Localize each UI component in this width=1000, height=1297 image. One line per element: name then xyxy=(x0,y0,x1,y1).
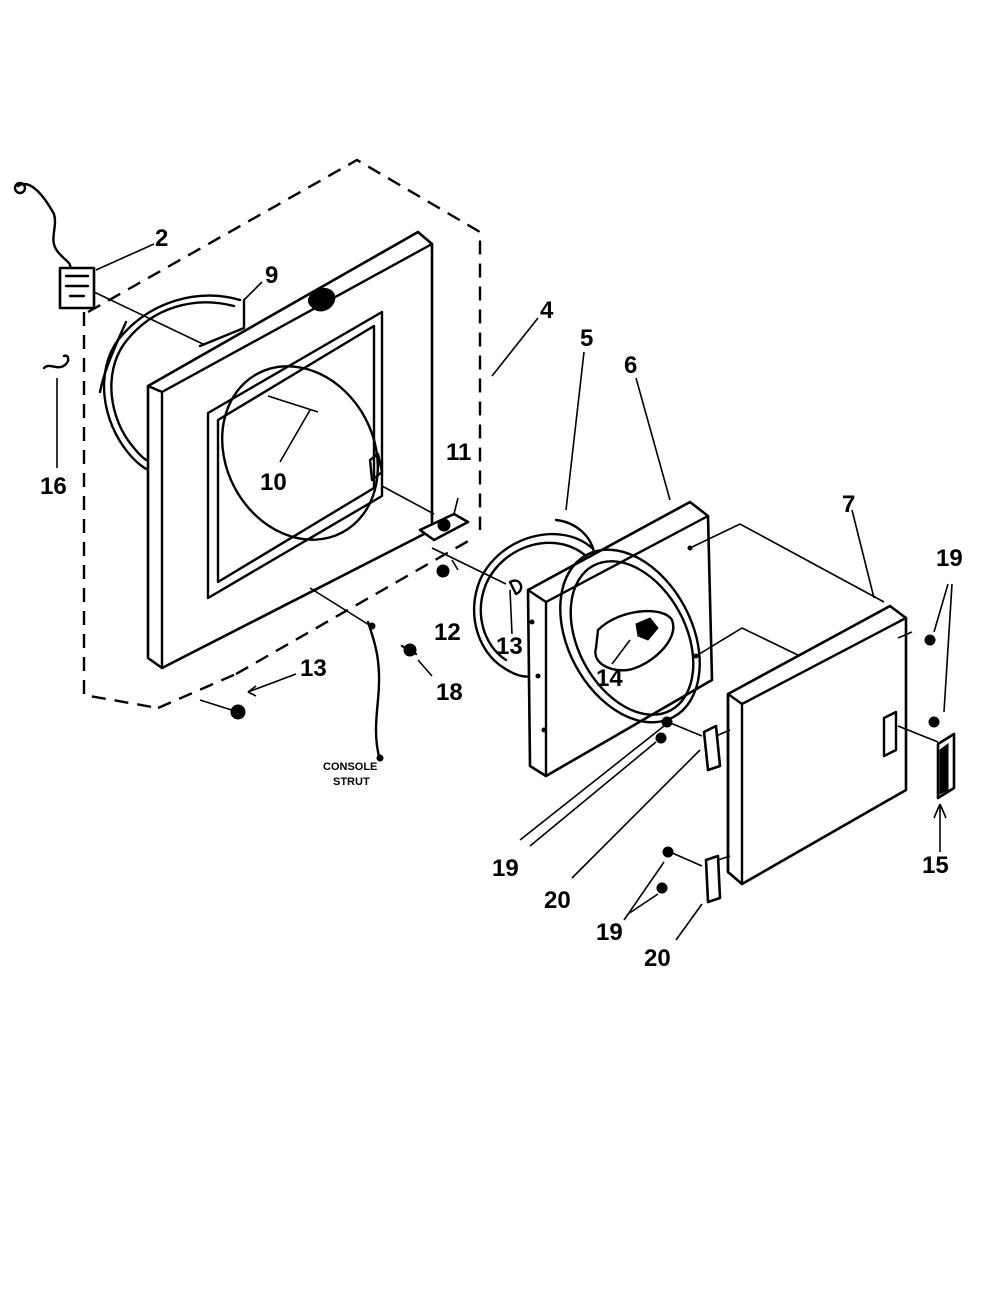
callout-20-upper: 20 xyxy=(544,887,571,914)
callout-13-lower: 13 xyxy=(300,655,327,682)
screw-13-lower xyxy=(199,673,297,720)
callout-19-lower: 19 xyxy=(596,919,623,946)
callout-15: 15 xyxy=(922,852,949,879)
callout-19-upper-right: 19 xyxy=(936,545,963,572)
callout-18: 18 xyxy=(436,679,463,706)
door-seal xyxy=(98,294,246,472)
callout-2: 2 xyxy=(155,225,168,252)
callout-7: 7 xyxy=(842,491,855,518)
inner-door xyxy=(526,500,885,778)
callout-9: 9 xyxy=(265,262,278,289)
callout-14: 14 xyxy=(596,665,623,692)
callout-11: 11 xyxy=(446,439,471,466)
door-handle xyxy=(933,732,956,852)
console-strut-label-line2: STRUT xyxy=(333,776,370,788)
callout-20-lower: 20 xyxy=(644,945,671,972)
clip-part xyxy=(42,354,70,468)
callout-13-upper: 13 xyxy=(496,633,523,660)
hinge-bracket xyxy=(381,485,507,585)
screws-19-upper-right xyxy=(924,583,953,728)
callout-12: 12 xyxy=(434,619,461,646)
console-strut: CONSOLE STRUT xyxy=(309,587,384,788)
screw-18 xyxy=(400,643,433,677)
callout-5: 5 xyxy=(580,325,593,352)
outer-door xyxy=(726,604,939,886)
cabinet-outline xyxy=(82,158,482,710)
inner-door-seal xyxy=(472,518,596,678)
callout-16: 16 xyxy=(40,473,67,500)
console-strut-label-line1: CONSOLE xyxy=(323,761,377,773)
callout-19-lower-left: 19 xyxy=(492,855,519,882)
callout-4: 4 xyxy=(540,297,554,324)
callout-numbers: 2 9 4 5 6 7 16 10 11 12 13 13 14 18 19 1… xyxy=(40,225,963,972)
leader-lines xyxy=(95,243,875,665)
callout-6: 6 xyxy=(624,352,637,379)
hinges-lower xyxy=(519,716,731,941)
callout-10: 10 xyxy=(260,469,287,496)
